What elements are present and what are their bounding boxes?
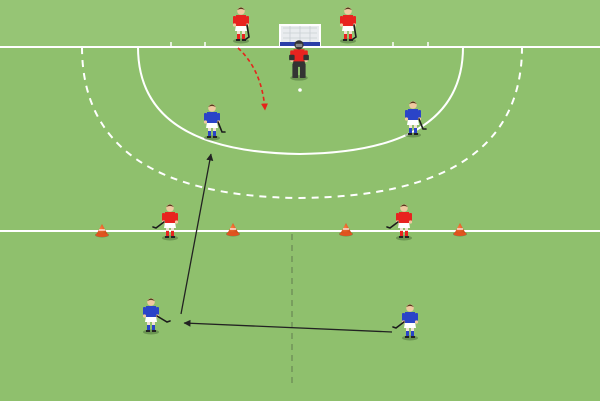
hockey-player-icon [203, 104, 226, 141]
penalty-spot [298, 88, 302, 92]
pass-arrow-icon [180, 153, 214, 315]
hockey-player-icon [152, 204, 179, 241]
shooting-circle [137, 46, 464, 156]
hockey-player-icon [386, 204, 413, 241]
cone-icon [453, 223, 467, 237]
hockey-player-icon [404, 101, 427, 138]
hockey-player-icon [232, 7, 250, 44]
cone-icon [226, 223, 240, 237]
pass-arrow-icon [183, 319, 393, 333]
hockey-player-icon [142, 298, 171, 335]
arrows [180, 47, 393, 333]
dashed-outer-circle [81, 46, 523, 200]
hockey-player-icon [339, 7, 357, 44]
cone-icon [95, 224, 109, 238]
cones [95, 223, 467, 238]
hockey-player-icon [392, 304, 419, 341]
players [142, 7, 427, 341]
goalkeeper-icon [289, 40, 309, 81]
cone-icon [339, 223, 353, 237]
